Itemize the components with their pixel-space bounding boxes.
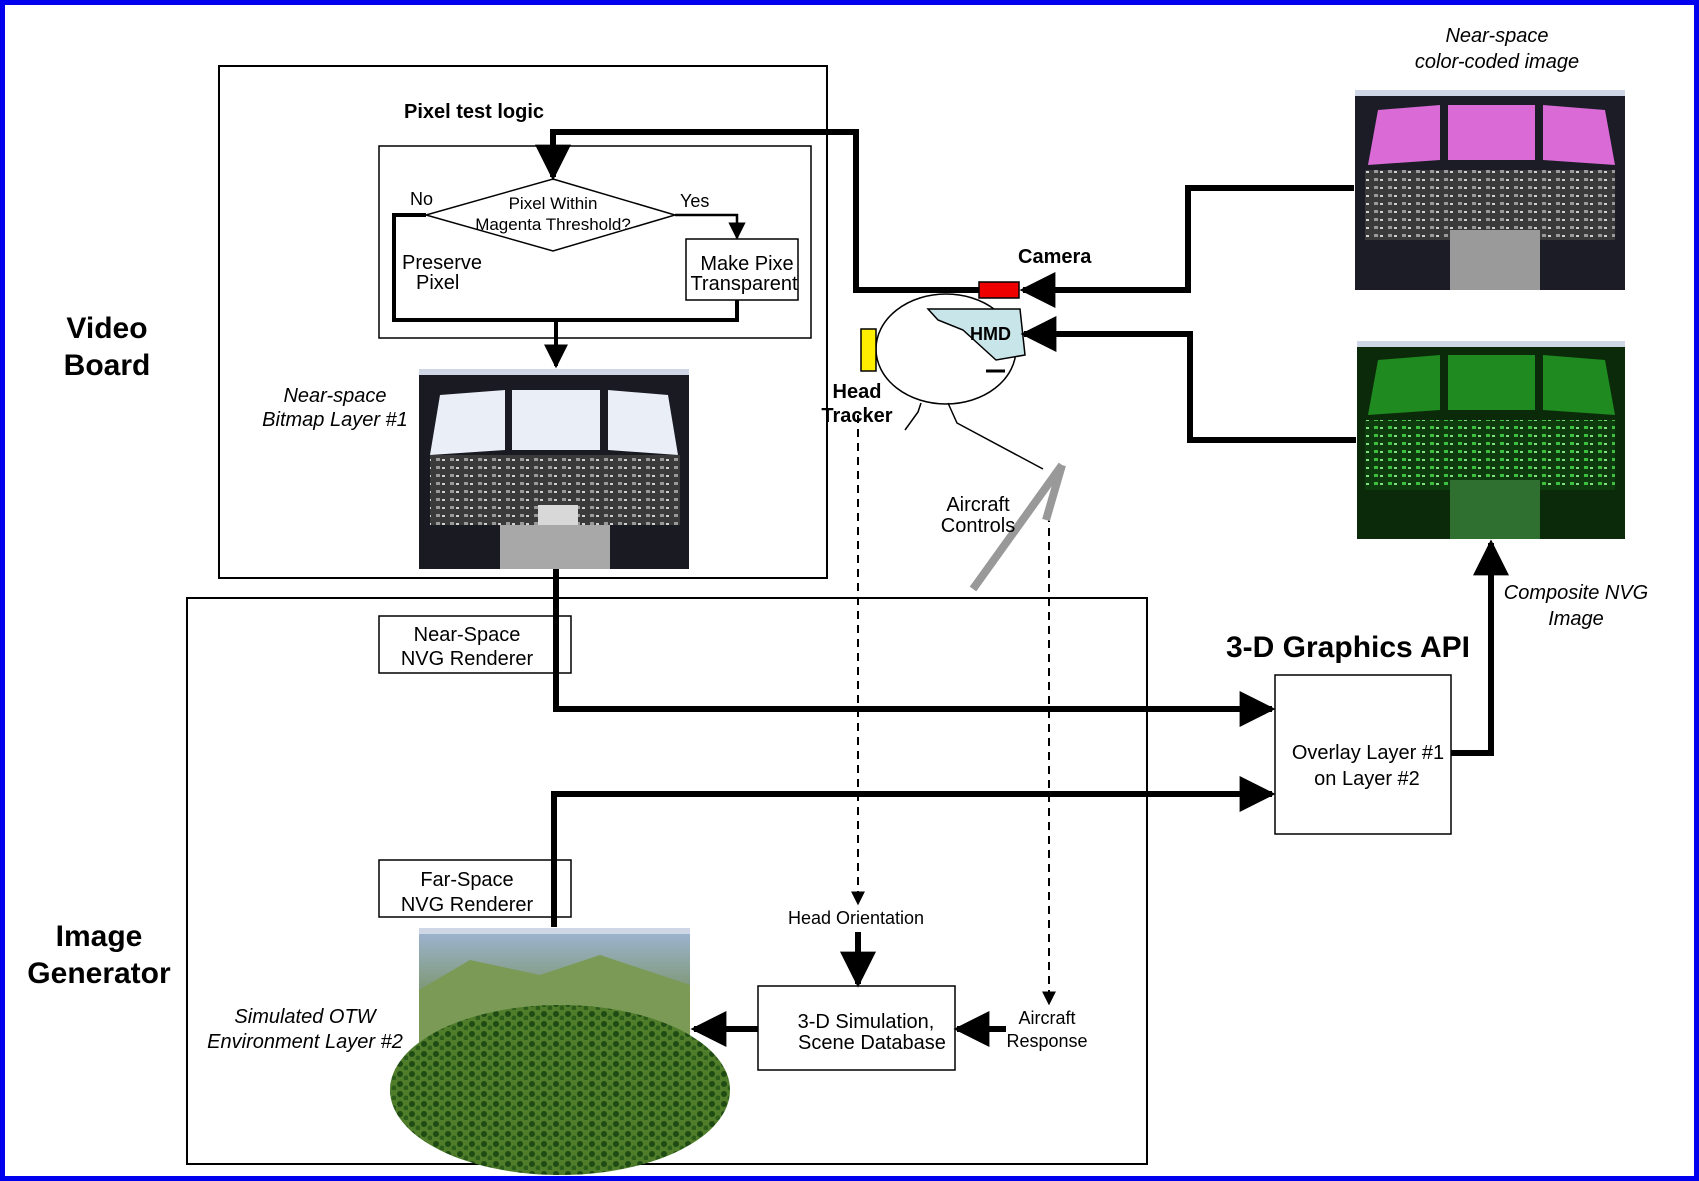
near-space-renderer-box <box>378 615 572 674</box>
make-transparent-line2: Transparent <box>690 273 798 295</box>
decision-text-line1: Pixel Within <box>509 194 598 213</box>
near-space-color-label-line2: color-coded image <box>1415 51 1579 73</box>
composite-nvg-label-line2: Image <box>1548 608 1604 630</box>
aircraft-controls-grip <box>1042 463 1066 522</box>
composite-nvg-image <box>1357 341 1625 539</box>
near-space-color-coded-image <box>1355 90 1625 290</box>
video-board-label-line1: Video <box>66 312 147 345</box>
decision-diamond <box>423 178 678 252</box>
simulated-otw-label-line2: Environment Layer #2 <box>207 1031 403 1053</box>
near-space-bitmap-label-line2: Bitmap Layer #1 <box>262 409 408 431</box>
aircraft-controls-stick <box>969 462 1066 592</box>
decision-text-line2: Magenta Threshold? <box>475 215 631 234</box>
preserve-pixel-line2: Pixel <box>416 272 459 294</box>
near-space-bitmap-image <box>419 369 689 569</box>
no-label: No <box>410 189 433 209</box>
head-neck-right <box>947 402 1044 470</box>
overlay-line2: on Layer #2 <box>1314 768 1420 790</box>
head-neck-left <box>904 402 922 431</box>
camera-to-pixel-test-arrow <box>535 129 979 293</box>
aircraft-response-line1: Aircraft <box>1018 1008 1075 1028</box>
yes-label: Yes <box>680 191 709 211</box>
composite-nvg-label-line1: Composite NVG <box>1504 582 1649 604</box>
far-space-renderer-line1: Far-Space <box>420 869 513 891</box>
near-space-renderer-line2: NVG Renderer <box>401 648 534 670</box>
image-generator-label-line1: Image <box>56 920 143 953</box>
simulated-otw-label-line1: Simulated OTW <box>234 1006 377 1028</box>
near-space-renderer-line1: Near-Space <box>414 624 521 646</box>
overlay-to-composite-arrow <box>1451 539 1509 756</box>
far-space-to-overlay-arrow <box>551 776 1276 927</box>
image-generator-box <box>186 597 1148 1165</box>
simulation-line2: Scene Database <box>798 1032 946 1054</box>
pixel-test-box <box>378 145 812 339</box>
hmd-label: HMD <box>970 324 1011 344</box>
aircraft-controls-line1: Aircraft <box>946 494 1010 516</box>
head-tracker-line1: Head <box>833 381 882 403</box>
video-board-box <box>218 65 828 579</box>
color-image-to-camera-arrow <box>1019 185 1354 308</box>
aircraft-controls-line2: Controls <box>941 515 1015 537</box>
camera-label: Camera <box>1018 246 1092 268</box>
camera-block <box>978 281 1020 299</box>
no-branch-line <box>392 213 739 322</box>
overlay-line1: Overlay Layer #1 <box>1292 742 1444 764</box>
head-tracker-line2: Tracker <box>821 405 892 427</box>
image-generator-label-line2: Generator <box>27 957 171 990</box>
aircraft-response-line2: Response <box>1006 1031 1087 1051</box>
yes-branch-arrow <box>675 213 746 240</box>
near-space-color-label-line1: Near-space <box>1445 25 1548 47</box>
far-space-renderer-line2: NVG Renderer <box>401 894 534 916</box>
simulated-otw-image <box>390 928 730 1175</box>
make-transparent-box <box>685 238 799 301</box>
head-tracker-block <box>860 328 877 372</box>
make-transparent-line1: Make Pixe <box>700 253 793 275</box>
near-space-bitmap-label-line1: Near-space <box>283 385 386 407</box>
hmd-shape <box>926 308 1026 361</box>
near-space-to-overlay-arrow <box>553 569 1276 727</box>
overlay-box <box>1274 674 1452 835</box>
video-board-label-line2: Board <box>64 349 151 382</box>
nvg-image-to-hmd-arrow <box>1020 316 1356 443</box>
simulation-line1: 3-D Simulation, <box>798 1011 935 1033</box>
graphics-api-title: 3-D Graphics API <box>1226 631 1470 664</box>
far-space-renderer-box <box>378 859 572 918</box>
head-orientation-label: Head Orientation <box>788 908 924 928</box>
pixel-test-title: Pixel test logic <box>404 101 544 123</box>
preserve-pixel-line1: Preserve <box>402 252 482 274</box>
